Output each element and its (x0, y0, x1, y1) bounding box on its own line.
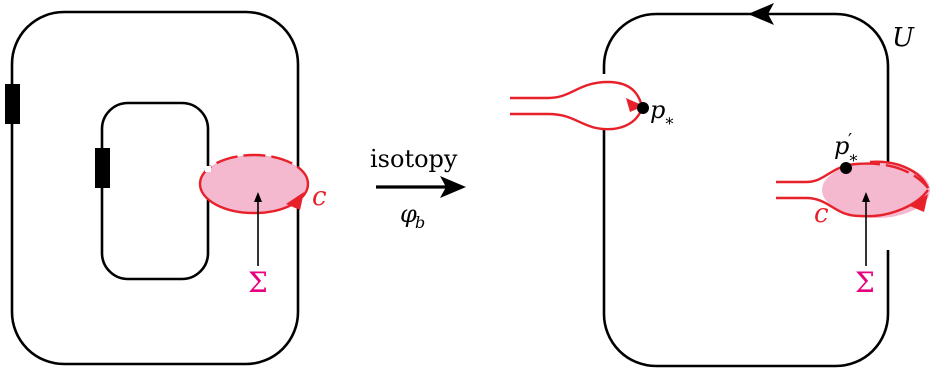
left-inner-marker (95, 148, 110, 188)
u-label: U (892, 23, 915, 53)
left-outer-marker (5, 84, 20, 124)
p-prime-star-sub: ∗ (848, 148, 859, 167)
isotopy-arrow-head (440, 176, 466, 198)
right-loop-arrowhead (748, 3, 774, 25)
left-inner-loop (100, 101, 210, 281)
left-panel: c Σ (5, 10, 327, 366)
right-disk-sigma (822, 162, 930, 218)
right-lower-arrowhead (910, 194, 928, 212)
left-disk-sigma (200, 155, 308, 213)
right-upper-strand (510, 80, 644, 131)
isotopy-arrow-group: isotopy φ b (370, 145, 466, 232)
p-prime-star-prime: ′ (848, 130, 852, 151)
right-panel: p ∗ p ′ ∗ c Σ U (510, 3, 930, 368)
right-upper-arrowhead (626, 98, 644, 112)
p-star-sub: ∗ (664, 111, 675, 130)
left-label-c: c (312, 182, 327, 212)
right-label-c: c (814, 199, 829, 229)
left-label-sigma: Σ (248, 266, 268, 299)
isotopy-label: isotopy (370, 145, 458, 173)
left-curve-c-arrowhead (286, 192, 304, 210)
phi-index: b (415, 213, 425, 232)
phi-label: φ (400, 200, 417, 228)
right-label-sigma: Σ (855, 266, 875, 299)
p-prime-star-label: p (834, 132, 849, 160)
p-star-point (637, 102, 649, 114)
p-star-label: p (650, 96, 665, 124)
p-prime-star-point (840, 162, 852, 174)
right-loop-left (602, 12, 890, 368)
